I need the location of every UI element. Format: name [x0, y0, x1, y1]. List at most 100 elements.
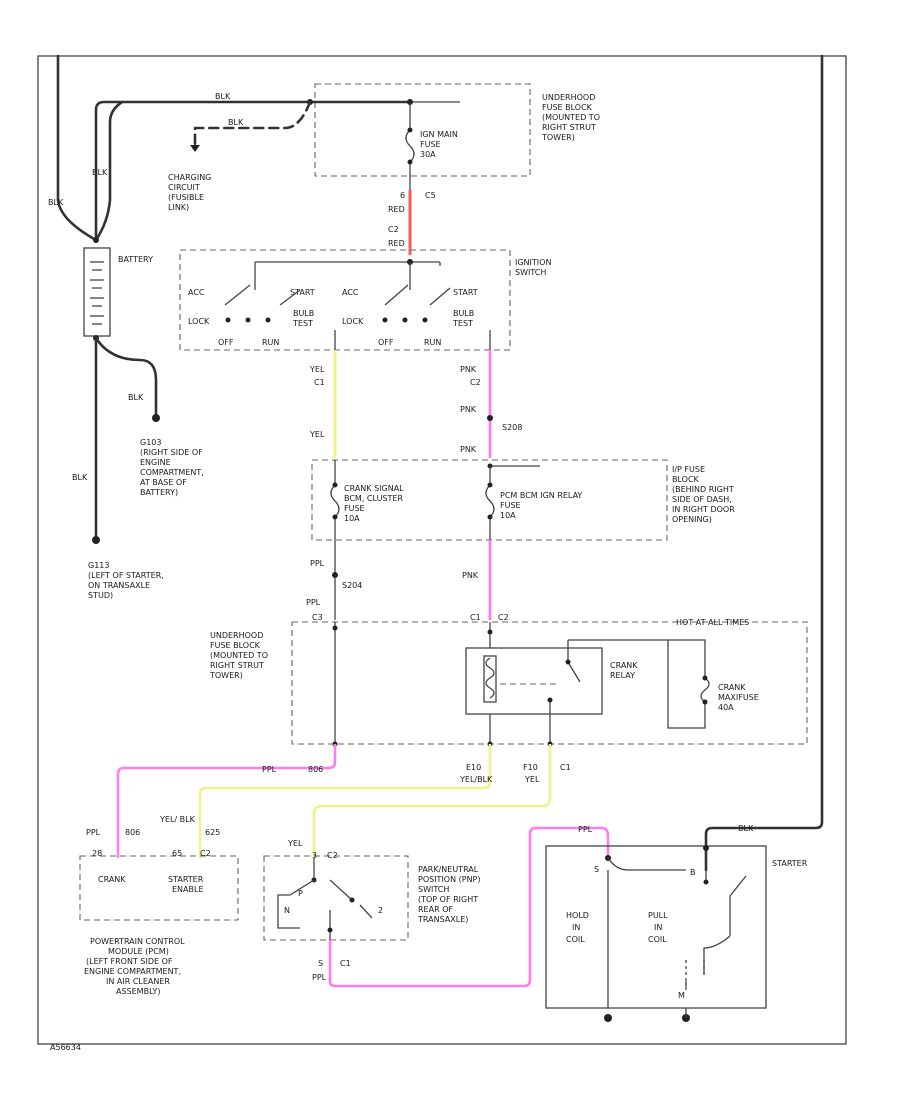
svg-text:MODULE (PCM): MODULE (PCM) [108, 947, 169, 956]
wire-yelblk-pcm [198, 744, 492, 858]
svg-text:ENABLE: ENABLE [172, 885, 204, 894]
wire-label-yel-2: YEL [309, 430, 325, 439]
pcm-connector-c2: C2 [200, 849, 211, 858]
pnp-pin-2: 2 [378, 906, 383, 915]
svg-text:RIGHT STRUT: RIGHT STRUT [210, 661, 264, 670]
underhood-fuse-block-top [314, 83, 531, 177]
pcm-bcm-fuse-label: PCM BCM IGN RELAY FUSE 10A [500, 491, 582, 520]
svg-text:STARTER: STARTER [168, 875, 204, 884]
connector-pin-6: 6 [400, 191, 405, 200]
wire-label-yel-c1: YEL [524, 775, 540, 784]
svg-text:UNDERHOOD: UNDERHOOD [542, 93, 595, 102]
wire-label-ppl-1: PPL [310, 559, 325, 568]
ign-run-left: RUN [262, 338, 279, 347]
wire-label-blk-starter: BLK [738, 824, 754, 833]
svg-text:ENGINE COMPARTMENT,: ENGINE COMPARTMENT, [84, 967, 181, 976]
starter-terminal-s: S [594, 865, 599, 874]
svg-text:HOLD: HOLD [566, 911, 589, 920]
pnp-pin-3: 3 [312, 851, 317, 860]
park-neutral-position-switch [263, 855, 409, 941]
svg-text:FUSE: FUSE [344, 504, 365, 513]
svg-text:CRANK: CRANK [610, 661, 638, 670]
wire-label-red-lower: RED [388, 239, 405, 248]
svg-text:BATTERY): BATTERY) [140, 488, 178, 497]
svg-text:REAR OF: REAR OF [418, 905, 453, 914]
diagram-border [37, 55, 847, 1045]
svg-text:40A: 40A [718, 703, 734, 712]
svg-text:IGN MAIN: IGN MAIN [420, 130, 458, 139]
battery [83, 247, 111, 337]
svg-text:G113: G113 [88, 561, 109, 570]
pnp-p-label: P [298, 889, 303, 898]
connector-c5-top: C5 [425, 191, 436, 200]
wire-label-pnk-4: PNK [462, 571, 479, 580]
svg-text:CIRCUIT: CIRCUIT [168, 183, 200, 192]
svg-text:TOWER): TOWER) [209, 671, 243, 680]
wire-ppl-starter [328, 826, 610, 988]
svg-text:(MOUNTED TO: (MOUNTED TO [210, 651, 268, 660]
svg-text:(LEFT OF STARTER,: (LEFT OF STARTER, [88, 571, 164, 580]
crank-signal-fuse-label: CRANK SIGNAL BCM, CLUSTER FUSE 10A [344, 484, 404, 523]
svg-text:FUSE: FUSE [420, 140, 441, 149]
ign-lock-right: LOCK [342, 317, 364, 326]
crank-maxifuse-label: CRANK MAXIFUSE 40A [718, 683, 759, 712]
svg-text:FUSE BLOCK: FUSE BLOCK [542, 103, 593, 112]
connector-ign-c1: C1 [314, 378, 325, 387]
svg-text:MAXIFUSE: MAXIFUSE [718, 693, 759, 702]
ip-fuse-block-label: I/P FUSE BLOCK (BEHIND RIGHT SIDE OF DAS… [672, 465, 735, 524]
connector-f10: F10 [523, 763, 538, 772]
underhood-mid-label: UNDERHOOD FUSE BLOCK (MOUNTED TO RIGHT S… [209, 631, 268, 680]
svg-text:(RIGHT SIDE OF: (RIGHT SIDE OF [140, 448, 203, 457]
connector-e10: E10 [466, 763, 481, 772]
svg-text:SWITCH: SWITCH [515, 268, 546, 277]
svg-text:POWERTRAIN CONTROL: POWERTRAIN CONTROL [90, 937, 185, 946]
wire-label-pnk-2: PNK [460, 405, 477, 414]
connector-c1-a: C1 [470, 613, 481, 622]
ign-acc-left: ACC [188, 288, 205, 297]
ign-bulb-test-right: BULB TEST [452, 309, 474, 328]
wire-label-yel-pnp: YEL [287, 839, 303, 848]
svg-text:POSITION (PNP): POSITION (PNP) [418, 875, 481, 884]
starter-label: STARTER [772, 859, 808, 868]
svg-text:COIL: COIL [566, 935, 585, 944]
wire-label-yel-1: YEL [309, 365, 325, 374]
connector-c2-top: C2 [388, 225, 399, 234]
pnp-pin-s: S [318, 959, 323, 968]
ign-bulb-test-left: BULB TEST [292, 309, 314, 328]
svg-text:ON TRANSAXLE: ON TRANSAXLE [88, 581, 150, 590]
hold-in-coil-label: HOLD IN COIL [566, 911, 589, 944]
svg-text:(TOP OF RIGHT: (TOP OF RIGHT [418, 895, 478, 904]
svg-text:PULL: PULL [648, 911, 668, 920]
figure-id: A56634 [50, 1043, 81, 1052]
svg-text:30A: 30A [420, 150, 436, 159]
svg-text:RELAY: RELAY [610, 671, 635, 680]
svg-text:(MOUNTED TO: (MOUNTED TO [542, 113, 600, 122]
svg-text:CRANK SIGNAL: CRANK SIGNAL [344, 484, 404, 493]
svg-text:TEST: TEST [452, 319, 473, 328]
splice-s208: S208 [502, 423, 522, 432]
g103-ground-label: G103 (RIGHT SIDE OF ENGINE COMPARTMENT, … [140, 438, 204, 497]
svg-text:IN: IN [572, 923, 580, 932]
circuit-625-pcm: 625 [205, 828, 220, 837]
circuit-806-a: 806 [308, 765, 323, 774]
wire-label-red-upper: RED [388, 205, 405, 214]
circuit-806-pcm: 806 [125, 828, 140, 837]
powertrain-control-module [79, 855, 239, 921]
wire-label-yelblk: YEL/BLK [459, 775, 493, 784]
wire-label-blk-gnd: BLK [72, 473, 88, 482]
pcm-description: POWERTRAIN CONTROL MODULE (PCM) (LEFT FR… [84, 937, 185, 996]
svg-text:CRANK: CRANK [718, 683, 746, 692]
connector-ign-c2: C2 [470, 378, 481, 387]
ign-start-left: START [290, 288, 315, 297]
underhood-top-label: UNDERHOOD FUSE BLOCK (MOUNTED TO RIGHT S… [541, 93, 600, 142]
svg-text:I/P FUSE: I/P FUSE [672, 465, 705, 474]
crank-relay-label: CRANK RELAY [610, 661, 638, 680]
svg-text:IN: IN [654, 923, 662, 932]
svg-text:COMPARTMENT,: COMPARTMENT, [140, 468, 204, 477]
svg-text:BULB: BULB [293, 309, 314, 318]
svg-text:TEST: TEST [292, 319, 313, 328]
connector-c1-relay: C1 [560, 763, 571, 772]
ign-lock-left: LOCK [188, 317, 210, 326]
svg-text:AT BASE OF: AT BASE OF [140, 478, 187, 487]
